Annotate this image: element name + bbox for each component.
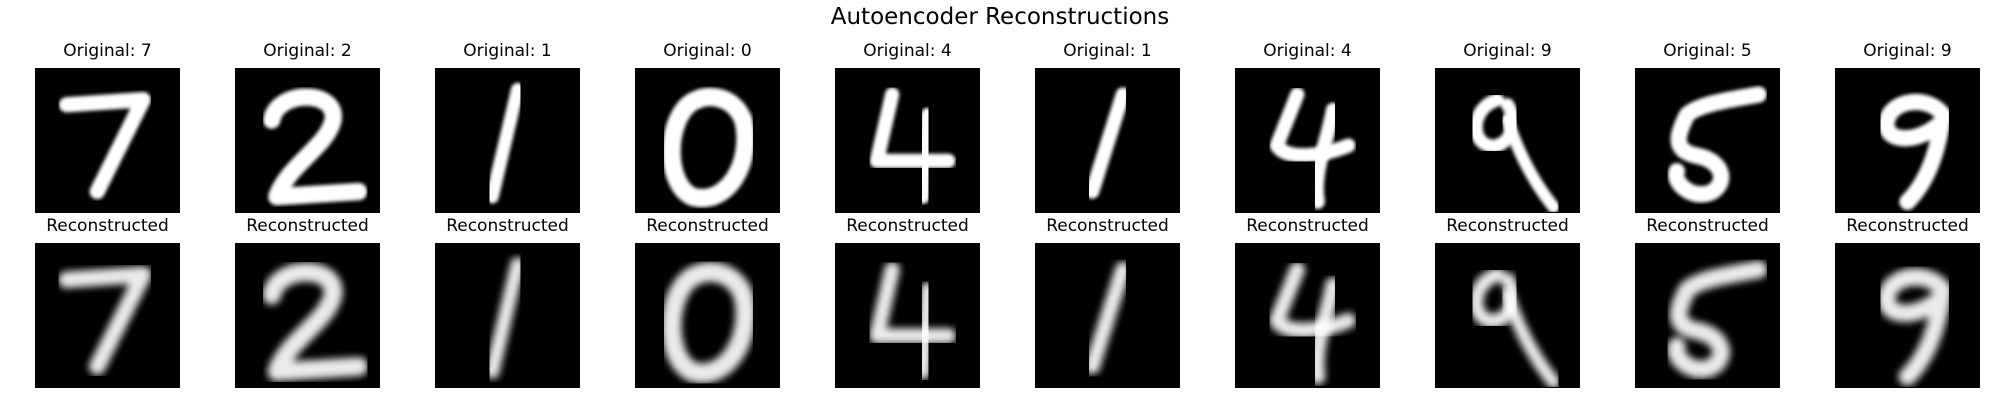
original-caption: Original: 0 <box>663 41 752 61</box>
reconstructed-caption: Reconstructed <box>846 216 969 236</box>
figure-title: Autoencoder Reconstructions <box>830 4 1170 30</box>
reconstructed-caption: Reconstructed <box>246 216 369 236</box>
digit-9-drawing <box>1836 244 1979 387</box>
original-image-9 <box>1635 68 1780 213</box>
digit-2-drawing <box>236 244 379 387</box>
digit-stroke <box>1501 113 1560 212</box>
reconstructed-image-2 <box>235 243 380 388</box>
digit-stroke <box>1309 277 1341 385</box>
reconstructed-image-10 <box>1835 243 1980 388</box>
digit-stroke <box>1668 86 1767 203</box>
reconstructed-caption: Reconstructed <box>446 216 569 236</box>
original-caption: Original: 9 <box>1863 41 1952 61</box>
digit-4-drawing <box>1236 69 1379 212</box>
original-image-2 <box>235 68 380 213</box>
digit-stroke <box>1667 260 1768 378</box>
reconstructed-caption: Reconstructed <box>1646 216 1769 236</box>
original-image-8 <box>1435 68 1580 213</box>
digit-7-drawing <box>36 69 179 212</box>
reconstructed-caption: Reconstructed <box>1246 216 1369 236</box>
digit-7-drawing <box>36 244 179 387</box>
digit-stroke <box>1500 288 1561 387</box>
digit-stroke <box>263 88 368 206</box>
digit-0-drawing <box>636 69 779 212</box>
original-image-3 <box>435 68 580 213</box>
digit-1-drawing <box>1036 69 1179 212</box>
original-caption: Original: 1 <box>463 41 552 61</box>
reconstructed-image-8 <box>1435 243 1580 388</box>
original-image-10 <box>1835 68 1980 213</box>
original-caption: Original: 9 <box>1463 41 1552 61</box>
digit-0-drawing <box>636 244 779 387</box>
digit-5-drawing <box>1636 69 1779 212</box>
original-image-7 <box>1235 68 1380 213</box>
original-caption: Original: 5 <box>1663 41 1752 61</box>
reconstructed-caption: Reconstructed <box>1446 216 1569 236</box>
digit-stroke <box>662 87 755 208</box>
original-image-6 <box>1035 68 1180 213</box>
reconstructed-image-1 <box>35 243 180 388</box>
original-caption: Original: 1 <box>1063 41 1152 61</box>
digit-stroke <box>58 266 152 375</box>
reconstructed-caption: Reconstructed <box>46 216 169 236</box>
digit-4-drawing <box>836 244 979 387</box>
digit-9-drawing <box>1436 244 1579 387</box>
digit-9-drawing <box>1436 69 1579 212</box>
reconstructed-caption: Reconstructed <box>1846 216 1969 236</box>
digit-stroke <box>1877 268 1953 386</box>
original-caption: Original: 4 <box>1263 41 1352 61</box>
digit-stroke <box>1269 87 1356 163</box>
digit-1-drawing <box>1036 244 1179 387</box>
reconstructed-caption: Reconstructed <box>1046 216 1169 236</box>
digit-2-drawing <box>236 69 379 212</box>
digit-stroke <box>915 282 936 380</box>
reconstructed-image-5 <box>835 243 980 388</box>
digit-9-drawing <box>1836 69 1979 212</box>
digit-stroke <box>485 82 525 204</box>
digit-stroke <box>915 107 936 204</box>
original-image-1 <box>35 68 180 213</box>
reconstructed-image-9 <box>1635 243 1780 388</box>
reconstructed-image-3 <box>435 243 580 388</box>
digit-stroke <box>1309 102 1341 209</box>
digit-5-drawing <box>1636 244 1779 387</box>
digit-stroke <box>1084 261 1131 375</box>
digit-stroke <box>1085 87 1130 199</box>
original-image-5 <box>835 68 980 213</box>
original-caption: Original: 7 <box>63 41 152 61</box>
reconstructed-image-6 <box>1035 243 1180 388</box>
reconstructed-caption: Reconstructed <box>646 216 769 236</box>
digit-4-drawing <box>1236 244 1379 387</box>
digit-1-drawing <box>436 244 579 387</box>
original-caption: Original: 2 <box>263 41 352 61</box>
digit-stroke <box>661 262 756 383</box>
digit-stroke <box>1878 93 1952 210</box>
digit-1-drawing <box>436 69 579 212</box>
digit-stroke <box>485 257 525 379</box>
original-image-4 <box>635 68 780 213</box>
digit-stroke <box>262 262 368 382</box>
digit-stroke <box>1269 261 1357 338</box>
digit-stroke <box>58 91 151 200</box>
reconstructed-image-4 <box>635 243 780 388</box>
reconstructed-image-7 <box>1235 243 1380 388</box>
digit-4-drawing <box>836 69 979 212</box>
original-caption: Original: 4 <box>863 41 952 61</box>
